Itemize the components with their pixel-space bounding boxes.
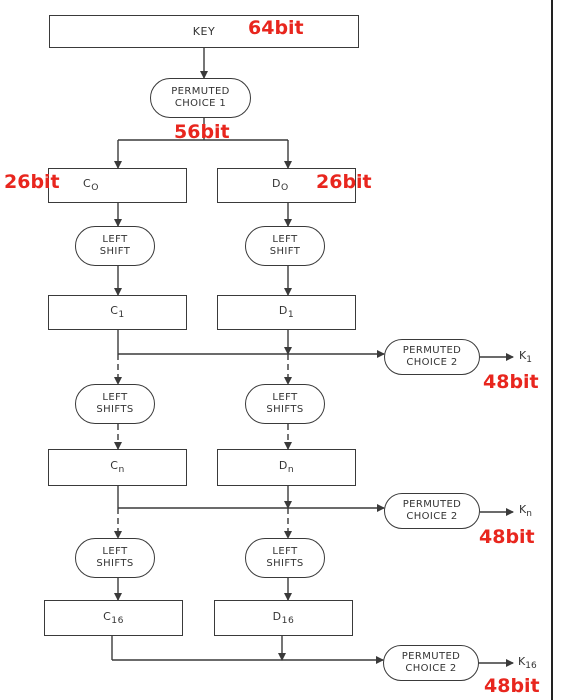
d1-box: D1 [217, 295, 356, 330]
key-bits-annotation: 64bit [248, 17, 304, 39]
dn-box: Dn [217, 449, 356, 486]
key-label: KEY [192, 25, 216, 38]
dn-label: Dn [278, 459, 295, 476]
cn-box: Cn [48, 449, 187, 486]
c16-box: C16 [44, 600, 183, 636]
key-box: KEY [49, 15, 359, 48]
c1-label: C1 [110, 304, 125, 321]
k1-label: K1 [519, 349, 532, 366]
c0-bits-annotation: 26bit [4, 171, 60, 193]
d0-bits-annotation: 26bit [316, 171, 372, 193]
k16-label: K16 [518, 655, 537, 672]
c1-box: C1 [48, 295, 187, 330]
pc1-line2: CHOICE 1 [174, 98, 227, 109]
k16-bits-annotation: 48bit [484, 675, 540, 697]
kn-label: Kn [519, 503, 532, 520]
d0-box: DO [217, 168, 356, 203]
c0-label: CO [83, 177, 99, 194]
c0-box: CO [48, 168, 187, 203]
d16-label: D16 [272, 609, 295, 627]
pc1-bits-annotation: 56bit [174, 121, 230, 143]
pc1-line1: PERMUTED [171, 86, 230, 97]
d1-label: D1 [278, 304, 295, 321]
cn-label: Cn [110, 459, 125, 476]
d0-label: DO [272, 177, 289, 194]
permuted-choice-1: PERMUTED CHOICE 1 [150, 78, 251, 118]
page-border-line [551, 0, 553, 700]
k1-bits-annotation: 48bit [483, 371, 539, 393]
d16-box: D16 [214, 600, 353, 636]
c16-label: C16 [103, 609, 124, 627]
kn-bits-annotation: 48bit [479, 526, 535, 548]
